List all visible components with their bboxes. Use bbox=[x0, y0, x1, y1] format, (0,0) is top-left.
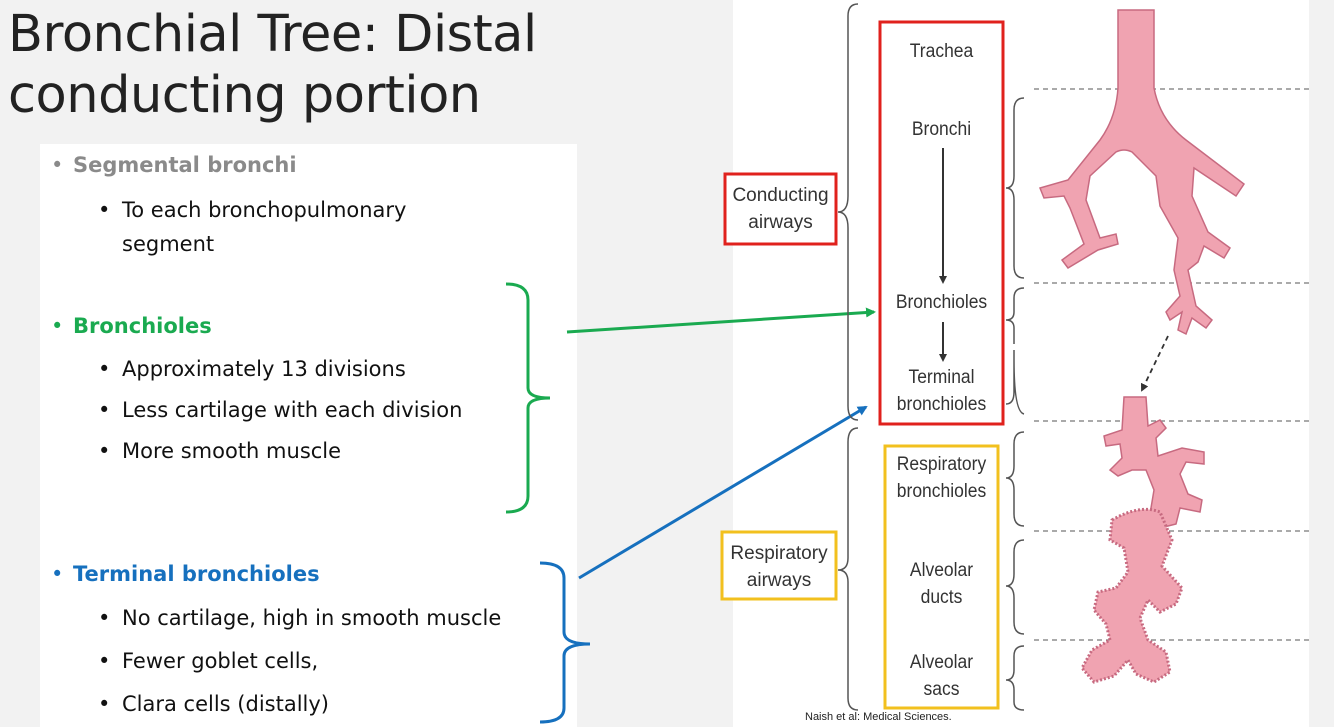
sub-bullet: • Less cartilage with each division bbox=[98, 398, 463, 422]
bronchioles-brace bbox=[505, 282, 551, 514]
sub-bullet-continuation: segment bbox=[122, 227, 214, 261]
slide-title: Bronchial Tree: Distal conducting portio… bbox=[8, 4, 537, 126]
terminal-arrow bbox=[578, 405, 868, 580]
conducting-airways-label: Conducting airways bbox=[732, 185, 829, 233]
sub-bullet-text: More smooth muscle bbox=[122, 439, 342, 463]
bullet-dot: • bbox=[51, 314, 64, 338]
figure-credit: Naish et al: Medical Sciences. bbox=[805, 711, 952, 723]
bullet-dot: • bbox=[51, 153, 64, 177]
bullet-segmental-bronchi: • Segmental bronchi bbox=[51, 153, 297, 177]
sub-bullet-text: Approximately 13 divisions bbox=[122, 357, 406, 381]
sub-bullet-text: Clara cells (distally) bbox=[122, 692, 329, 716]
sub-bullet: • Fewer goblet cells, bbox=[98, 649, 319, 673]
bullet-terminal-bronchioles: • Terminal bronchioles bbox=[51, 562, 320, 586]
sub-bullet: • To each bronchopulmonary bbox=[98, 198, 407, 222]
sub-bullet: • Clara cells (distally) bbox=[98, 692, 329, 716]
sub-bullet-text: segment bbox=[122, 232, 215, 256]
level-dividers bbox=[1034, 88, 1309, 641]
airways-brace bbox=[837, 3, 859, 711]
bullet-dot: • bbox=[51, 562, 64, 586]
alveolar-duct-illustration bbox=[1080, 507, 1184, 684]
terminal-brace bbox=[539, 561, 591, 724]
respiratory-airways-box bbox=[720, 530, 838, 601]
conducting-column-box bbox=[878, 20, 1005, 426]
bullet-panel bbox=[40, 144, 577, 727]
respiratory-column-box bbox=[883, 444, 1000, 710]
respiratory-bronchioles-label: Respiratory bronchioles bbox=[896, 454, 987, 502]
level-braces bbox=[1005, 97, 1025, 711]
bronchioles-heading: Bronchioles bbox=[73, 314, 212, 338]
title-line-1: Bronchial Tree: Distal bbox=[8, 5, 537, 64]
sub-bullet-text: To each bronchopulmonary bbox=[122, 198, 407, 222]
diagram-figure bbox=[733, 0, 1309, 727]
sub-bullet-text: No cartilage, high in smooth muscle bbox=[122, 606, 502, 630]
sub-bullet: • More smooth muscle bbox=[98, 439, 342, 463]
conducting-airways-box bbox=[723, 172, 838, 246]
respiratory-airways-label: Respiratory airways bbox=[730, 543, 828, 591]
airway-tree-illustration bbox=[1038, 9, 1246, 336]
respiratory-tree-illustration bbox=[1103, 396, 1205, 529]
bronchi-label: Bronchi bbox=[911, 119, 972, 140]
trachea-label: Trachea bbox=[909, 41, 974, 62]
bullet-bronchioles: • Bronchioles bbox=[51, 314, 212, 338]
bronchioles-arrow bbox=[566, 307, 876, 334]
bronchioles-label: Bronchioles bbox=[895, 292, 988, 313]
terminal-bronchioles-label: Terminal bronchioles bbox=[896, 367, 987, 415]
sub-bullet: • No cartilage, high in smooth muscle bbox=[98, 606, 502, 630]
title-line-2: conducting portion bbox=[8, 66, 481, 125]
alveolar-ducts-label: Alveolar ducts bbox=[909, 560, 974, 608]
sub-bullet-text: Less cartilage with each division bbox=[122, 398, 463, 422]
sub-bullet-text: Fewer goblet cells, bbox=[122, 649, 319, 673]
dashed-zoom-arrow bbox=[1140, 335, 1169, 392]
segmental-heading: Segmental bronchi bbox=[73, 153, 297, 177]
terminal-heading: Terminal bronchioles bbox=[73, 562, 320, 586]
alveolar-sacs-label: Alveolar sacs bbox=[909, 652, 974, 700]
sub-bullet: • Approximately 13 divisions bbox=[98, 357, 406, 381]
